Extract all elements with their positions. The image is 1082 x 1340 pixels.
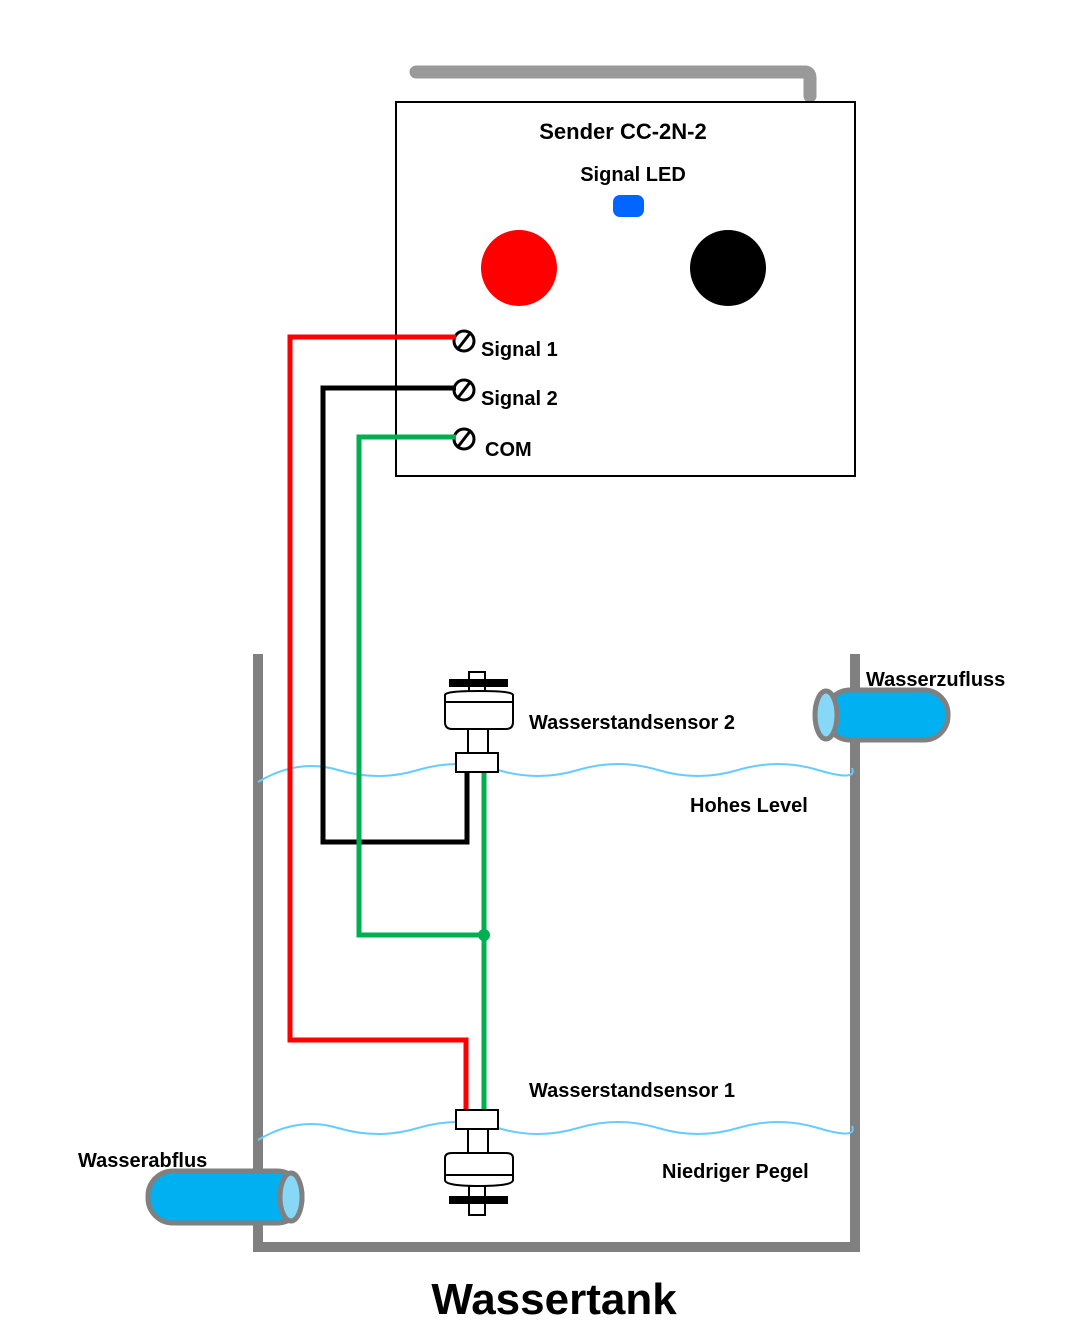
sender-title: Sender CC-2N-2 — [539, 119, 706, 144]
inlet-pipe — [812, 687, 951, 743]
outlet-pipe — [145, 1168, 305, 1226]
water-level-sensor-2 — [444, 671, 514, 773]
sensor-1-label: Wasserstandsensor 1 — [529, 1080, 735, 1102]
wire-signal-2 — [320, 385, 470, 845]
sender-box — [395, 101, 856, 477]
tank-wall — [253, 654, 860, 1252]
terminal-label-signal-1: Signal 1 — [481, 339, 558, 361]
terminal-signal-1[interactable] — [452, 329, 476, 353]
led-label: Signal LED — [580, 164, 686, 186]
wire-com — [356, 434, 484, 938]
water-level-sensor-1 — [444, 1109, 514, 1216]
red-button[interactable] — [481, 230, 557, 306]
water-line-low — [257, 1121, 854, 1141]
low-level-label: Niedriger Pegel — [662, 1161, 809, 1183]
tank-caption: Wassertank — [431, 1275, 677, 1324]
black-button[interactable] — [690, 230, 766, 306]
terminal-signal-2[interactable] — [452, 378, 476, 402]
wire-junction — [478, 929, 490, 941]
sensor-2-label: Wasserstandsensor 2 — [529, 712, 735, 734]
antenna — [409, 65, 817, 103]
wire-signal-1 — [287, 334, 469, 1110]
inlet-label: Wasserzufluss — [866, 669, 1005, 691]
high-level-label: Hohes Level — [690, 795, 808, 817]
signal-led — [613, 195, 644, 217]
terminal-label-signal-2: Signal 2 — [481, 388, 558, 410]
outlet-label: Wasserabflus — [78, 1150, 207, 1172]
terminal-com[interactable] — [452, 427, 476, 451]
water-line-high — [257, 763, 854, 783]
terminal-label-com: COM — [485, 439, 532, 461]
